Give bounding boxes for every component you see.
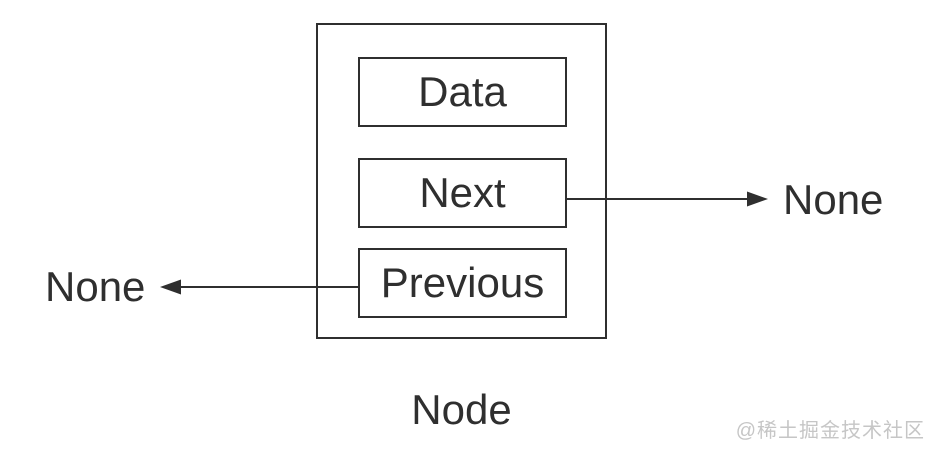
data-field-label: Data bbox=[418, 68, 507, 115]
next-pointer-target-label: None bbox=[783, 176, 884, 223]
next-arrowhead-icon bbox=[747, 191, 768, 207]
next-field-box: Next bbox=[358, 158, 567, 228]
previous-arrowhead-icon bbox=[160, 279, 181, 295]
node-caption: Node bbox=[411, 386, 512, 433]
watermark-text: @稀土掘金技术社区 bbox=[735, 420, 925, 442]
previous-pointer-target-label: None bbox=[45, 263, 146, 310]
data-field-box: Data bbox=[358, 57, 567, 127]
previous-field-label: Previous bbox=[380, 259, 545, 306]
next-field-label: Next bbox=[419, 169, 506, 216]
previous-field-box: Previous bbox=[358, 248, 567, 318]
